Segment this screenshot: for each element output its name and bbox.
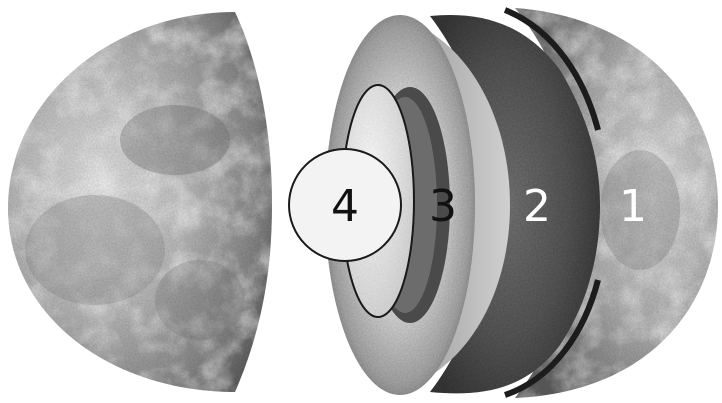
label-mantle: 2	[523, 181, 551, 232]
label-crust: 1	[619, 181, 647, 232]
label-outer-core: 3	[429, 181, 457, 232]
left-hemisphere	[0, 0, 290, 403]
label-inner-core: 4	[331, 181, 359, 232]
